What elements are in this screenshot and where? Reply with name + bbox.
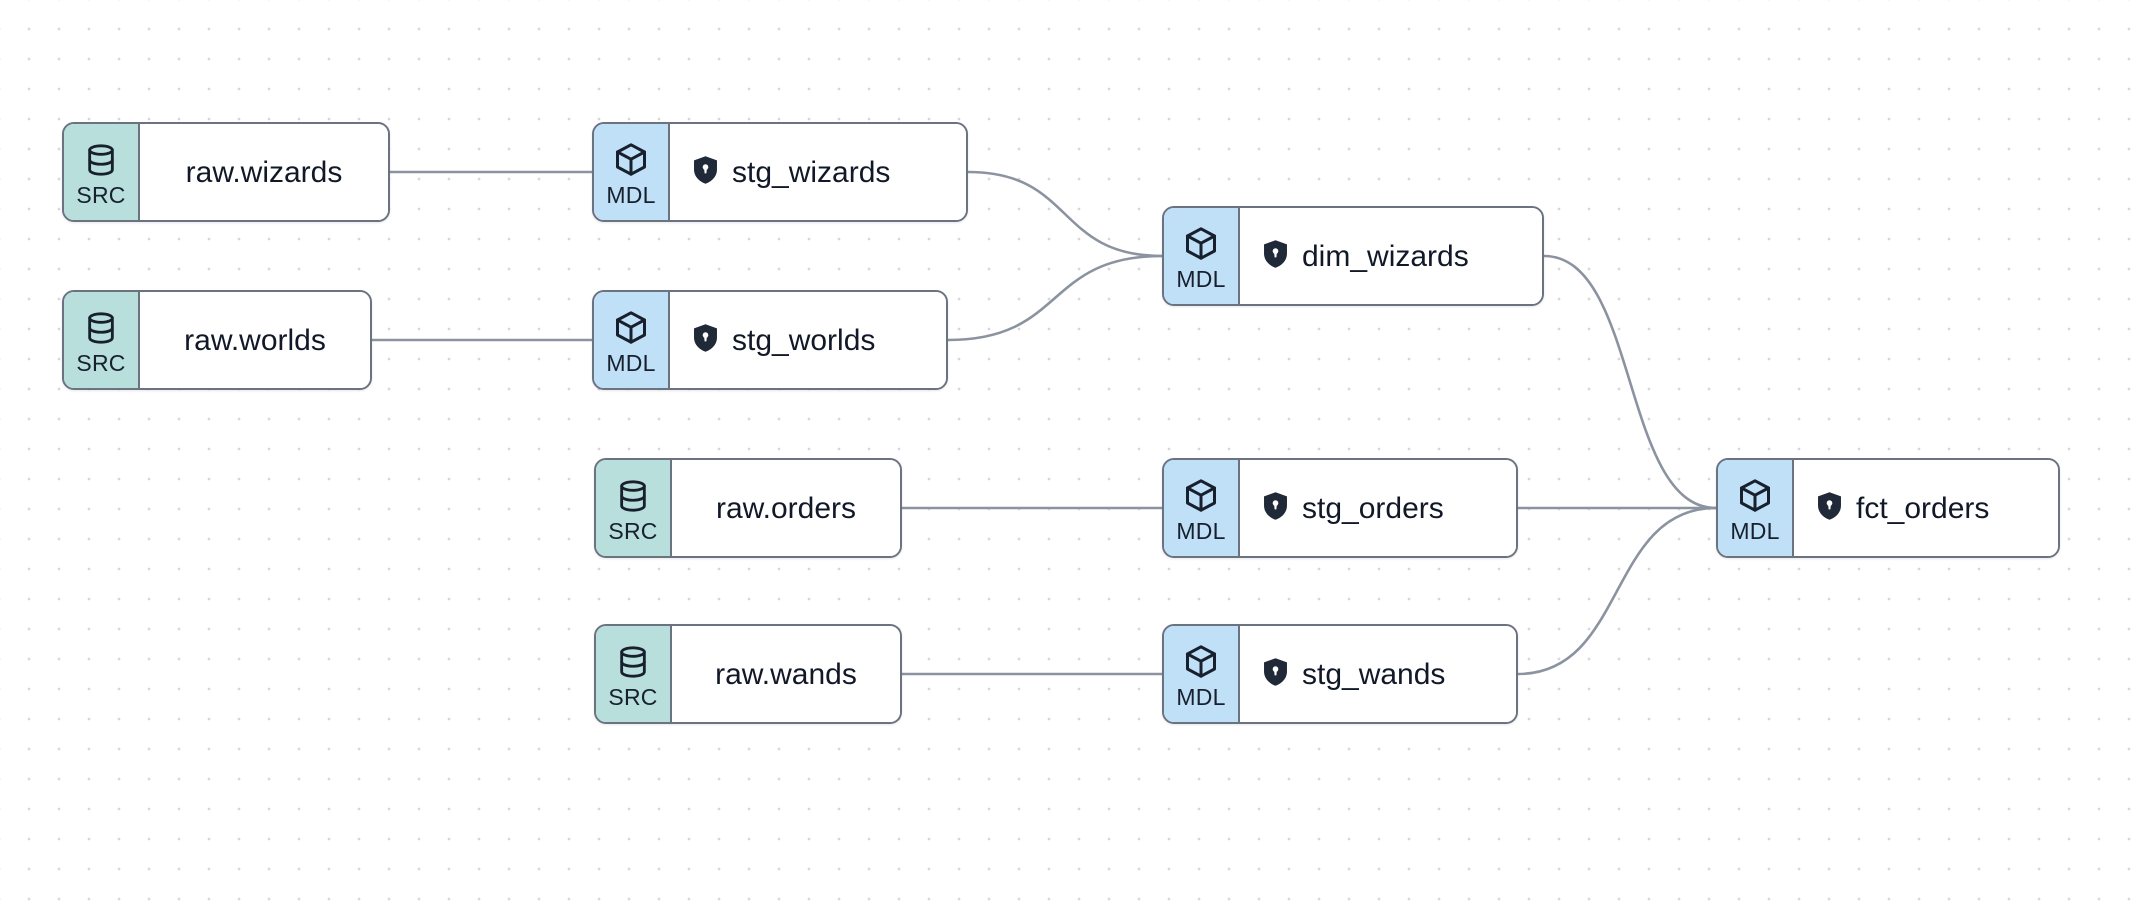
node-body-dim_wizards: dim_wizards bbox=[1240, 208, 1542, 304]
node-body-fct_orders: fct_orders bbox=[1794, 460, 2058, 556]
cube-icon bbox=[1183, 225, 1219, 267]
lineage-node-stg_wizards[interactable]: MDL stg_wizards bbox=[592, 122, 968, 222]
lineage-edge-stg_worlds-to-dim_wizards bbox=[946, 254, 1164, 342]
node-body-stg_orders: stg_orders bbox=[1240, 460, 1516, 556]
lineage-node-stg_wands[interactable]: MDL stg_wands bbox=[1162, 624, 1518, 724]
node-body-stg_worlds: stg_worlds bbox=[670, 292, 946, 388]
database-icon bbox=[616, 478, 650, 519]
shield-lock-icon bbox=[692, 155, 719, 190]
node-type-badge-stg_wizards: MDL bbox=[594, 124, 670, 220]
node-body-stg_wizards: stg_wizards bbox=[670, 124, 966, 220]
node-label-dim_wizards: dim_wizards bbox=[1302, 239, 1469, 273]
node-type-label: SRC bbox=[76, 349, 126, 376]
database-icon bbox=[84, 310, 118, 351]
node-body-stg_wands: stg_wands bbox=[1240, 626, 1516, 722]
node-type-badge-fct_orders: MDL bbox=[1718, 460, 1794, 556]
lineage-node-stg_worlds[interactable]: MDL stg_worlds bbox=[592, 290, 948, 390]
lineage-edge-dim_wizards-to-fct_orders bbox=[1542, 254, 1718, 510]
node-label-raw_worlds: raw.worlds bbox=[184, 323, 326, 357]
node-type-badge-raw_wizards: SRC bbox=[64, 124, 140, 220]
node-type-badge-raw_wands: SRC bbox=[596, 626, 672, 722]
shield-lock-icon bbox=[692, 323, 719, 358]
shield-lock-icon bbox=[1816, 491, 1843, 526]
cube-icon bbox=[613, 141, 649, 183]
node-label-stg_wizards: stg_wizards bbox=[732, 155, 891, 189]
node-type-badge-stg_orders: MDL bbox=[1164, 460, 1240, 556]
node-type-label: MDL bbox=[606, 182, 656, 208]
shield-lock-icon bbox=[1262, 657, 1289, 692]
node-label-fct_orders: fct_orders bbox=[1856, 491, 1990, 525]
node-type-label: SRC bbox=[608, 517, 658, 544]
node-type-badge-stg_worlds: MDL bbox=[594, 292, 670, 388]
node-body-raw_wands: raw.wands bbox=[672, 626, 900, 722]
node-type-label: MDL bbox=[606, 350, 656, 376]
node-type-label: MDL bbox=[1176, 684, 1226, 710]
node-type-label: MDL bbox=[1176, 266, 1226, 292]
cube-icon bbox=[1183, 643, 1219, 685]
shield-lock-icon bbox=[1262, 491, 1289, 526]
shield-lock-icon bbox=[1262, 239, 1289, 274]
node-body-raw_wizards: raw.wizards bbox=[140, 124, 388, 220]
node-label-stg_worlds: stg_worlds bbox=[732, 323, 876, 357]
node-label-stg_orders: stg_orders bbox=[1302, 491, 1444, 525]
node-type-badge-stg_wands: MDL bbox=[1164, 626, 1240, 722]
lineage-node-raw_wands[interactable]: SRC raw.wands bbox=[594, 624, 902, 724]
lineage-node-raw_wizards[interactable]: SRC raw.wizards bbox=[62, 122, 390, 222]
cube-icon bbox=[613, 309, 649, 351]
node-body-raw_worlds: raw.worlds bbox=[140, 292, 370, 388]
node-type-label: MDL bbox=[1176, 518, 1226, 544]
lineage-node-dim_wizards[interactable]: MDL dim_wizards bbox=[1162, 206, 1544, 306]
lineage-node-raw_worlds[interactable]: SRC raw.worlds bbox=[62, 290, 372, 390]
cube-icon bbox=[1737, 477, 1773, 519]
cube-icon bbox=[1183, 477, 1219, 519]
lineage-node-stg_orders[interactable]: MDL stg_orders bbox=[1162, 458, 1518, 558]
node-type-badge-raw_worlds: SRC bbox=[64, 292, 140, 388]
node-type-badge-dim_wizards: MDL bbox=[1164, 208, 1240, 304]
node-type-label: SRC bbox=[608, 683, 658, 710]
lineage-node-fct_orders[interactable]: MDL fct_orders bbox=[1716, 458, 2060, 558]
database-icon bbox=[84, 142, 118, 183]
node-type-label: SRC bbox=[76, 181, 126, 208]
database-icon bbox=[616, 644, 650, 685]
node-label-raw_orders: raw.orders bbox=[715, 491, 857, 525]
node-label-stg_wands: stg_wands bbox=[1302, 657, 1446, 691]
lineage-node-raw_orders[interactable]: SRC raw.orders bbox=[594, 458, 902, 558]
node-label-raw_wands: raw.wands bbox=[715, 657, 857, 691]
node-label-raw_wizards: raw.wizards bbox=[185, 155, 343, 189]
node-type-label: MDL bbox=[1730, 518, 1780, 544]
node-type-badge-raw_orders: SRC bbox=[596, 460, 672, 556]
lineage-edge-stg_wands-to-fct_orders bbox=[1516, 506, 1718, 676]
lineage-edge-stg_wizards-to-dim_wizards bbox=[966, 170, 1164, 258]
node-body-raw_orders: raw.orders bbox=[672, 460, 900, 556]
